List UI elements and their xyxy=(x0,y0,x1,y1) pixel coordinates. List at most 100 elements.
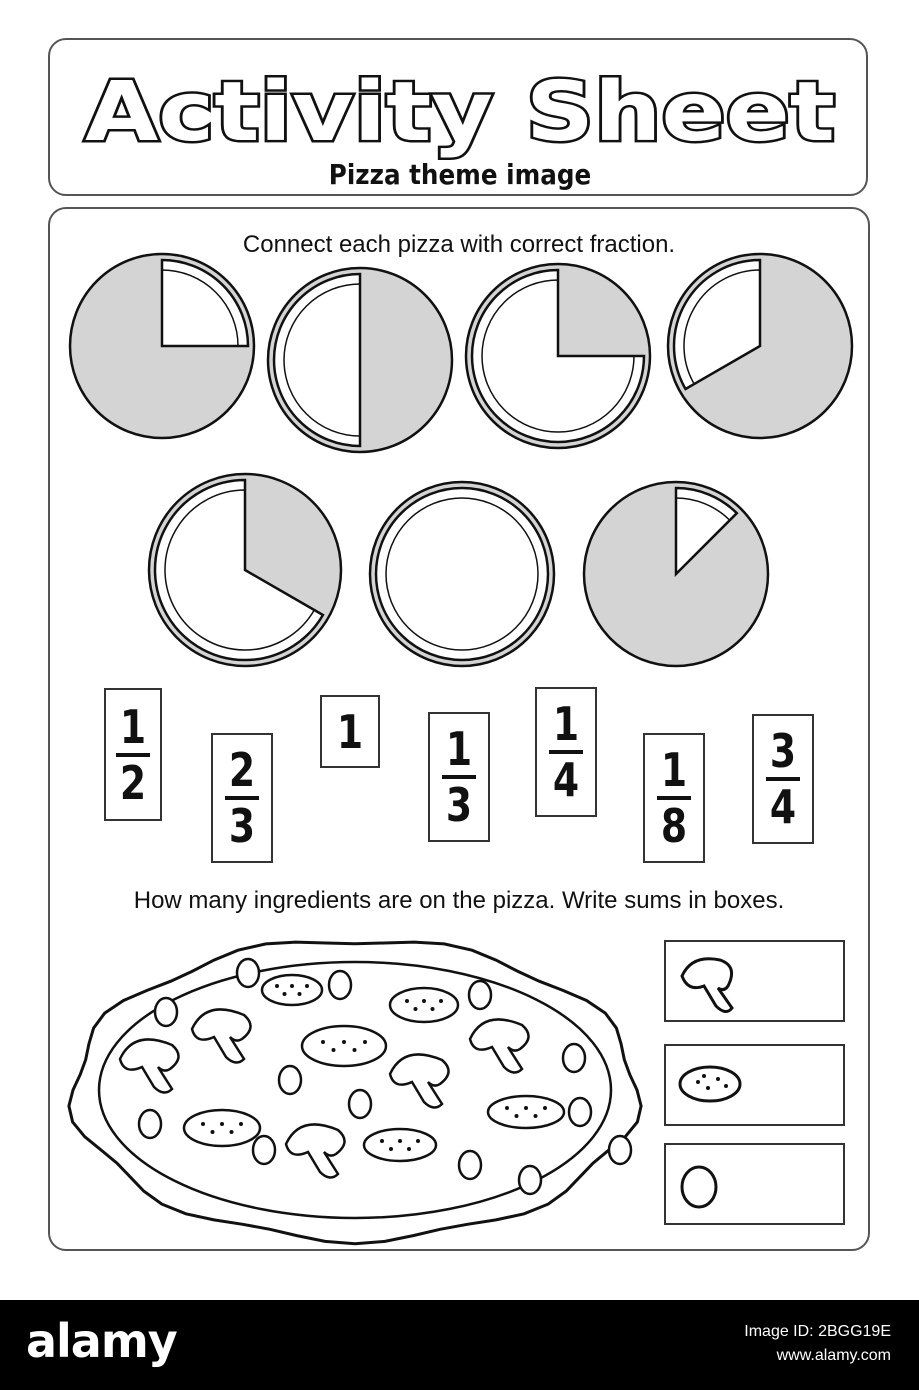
olive xyxy=(251,1134,277,1166)
sausage-dot xyxy=(239,1122,243,1126)
sausage-dot xyxy=(201,1122,205,1126)
sausage-dot xyxy=(297,992,302,996)
olive-count-box[interactable] xyxy=(664,1143,845,1225)
pizza-crust-line xyxy=(283,283,361,437)
fraction-card-1[interactable]: 1 xyxy=(320,695,380,768)
sausage-dot xyxy=(422,999,426,1003)
sausage-dot xyxy=(380,1139,384,1143)
olive xyxy=(567,1096,593,1128)
fraction-card-3-4[interactable]: 3 4 xyxy=(752,714,814,844)
denominator: 2 xyxy=(119,755,147,810)
mushroom xyxy=(190,1008,252,1064)
sheet-subtitle: Pizza theme image xyxy=(328,158,592,191)
sausage-dot xyxy=(398,1139,402,1143)
mushroom-count-box[interactable] xyxy=(664,940,845,1022)
fraction-card-1-8[interactable]: 1 8 xyxy=(643,733,705,863)
denominator: 4 xyxy=(769,780,797,834)
sausage xyxy=(362,1127,438,1163)
numerator: 1 xyxy=(552,697,580,751)
sausage xyxy=(486,1094,566,1130)
numerator: 3 xyxy=(769,724,797,778)
numerator: 2 xyxy=(228,743,256,797)
fraction-bar xyxy=(657,796,691,800)
olive xyxy=(235,957,261,989)
olive-icon xyxy=(680,1165,718,1209)
title-panel: Activity Sheet Pizza theme image xyxy=(48,38,868,196)
mushroom xyxy=(388,1053,450,1109)
sausage-dot xyxy=(389,1147,393,1151)
sausage-dot xyxy=(430,1007,435,1011)
olive xyxy=(517,1164,543,1196)
whole-number: 1 xyxy=(336,704,364,759)
pizza-crust-line xyxy=(683,269,761,386)
sausage-icon xyxy=(678,1065,742,1103)
mushroom xyxy=(118,1038,180,1094)
sausage-dot xyxy=(439,999,443,1003)
denominator: 4 xyxy=(552,753,580,807)
sausage-dot xyxy=(413,1007,418,1011)
sausage-dot xyxy=(543,1106,547,1110)
sausage xyxy=(260,973,324,1007)
olive xyxy=(457,1149,483,1181)
sausage-dot xyxy=(220,1122,224,1126)
sausage-dot xyxy=(229,1130,234,1134)
sausage-dot xyxy=(524,1106,528,1110)
fraction-card-2-3[interactable]: 2 3 xyxy=(211,733,273,863)
pizza-slice xyxy=(672,258,762,391)
pizza-two-thirds[interactable] xyxy=(147,472,343,668)
mushroom xyxy=(284,1123,346,1179)
numerator: 1 xyxy=(119,699,147,754)
sausage-dot xyxy=(514,1114,519,1118)
sausage-dot xyxy=(416,1139,420,1143)
sausage-dot xyxy=(407,1147,411,1151)
pizza-whole[interactable] xyxy=(368,480,556,668)
fraction-bar xyxy=(442,775,476,779)
pizza-slice xyxy=(272,272,362,448)
pizza-third[interactable] xyxy=(666,252,854,440)
pizza-eighth[interactable] xyxy=(582,480,770,668)
numerator: 1 xyxy=(445,722,473,776)
connect-instruction: Connect each pizza with correct fraction… xyxy=(242,231,676,258)
denominator: 3 xyxy=(228,799,256,853)
fraction-bar xyxy=(766,777,800,781)
pizza-artwork xyxy=(67,252,854,1246)
pizza-crust-line xyxy=(164,489,316,651)
fraction-bar xyxy=(549,750,583,754)
fraction-bar xyxy=(116,752,150,757)
numerator: 1 xyxy=(660,743,688,797)
pizza-half[interactable] xyxy=(266,266,454,454)
sausage-dot xyxy=(305,984,309,988)
olive xyxy=(277,1064,303,1096)
image-id: Image ID: 2BGG19E xyxy=(744,1323,891,1340)
sausage-count-box[interactable] xyxy=(664,1044,845,1126)
sausage-dot xyxy=(352,1048,357,1052)
sausage-dot xyxy=(405,999,409,1003)
olive xyxy=(607,1134,633,1166)
fraction-card-1-2[interactable]: 1 2 xyxy=(104,688,162,821)
sausage-dot xyxy=(342,1040,346,1044)
title-graphic: Activity Sheet xyxy=(83,63,838,163)
pizza-three-quarters[interactable] xyxy=(464,262,652,450)
fraction-card-1-3[interactable]: 1 3 xyxy=(428,712,490,842)
mushroom xyxy=(468,1018,530,1074)
sausage-dot xyxy=(275,984,279,988)
fraction-bar xyxy=(225,796,259,800)
pizza-slice xyxy=(470,268,646,444)
pizza-slice xyxy=(674,486,739,578)
pizza-quarter[interactable] xyxy=(68,252,256,440)
olive xyxy=(327,969,353,1001)
fraction-card-1-4[interactable]: 1 4 xyxy=(535,687,597,817)
pizza-slice xyxy=(153,478,325,662)
sausage-dot xyxy=(282,992,287,996)
watermark-footer: alamy Image ID: 2BGG19E www.alamy.com xyxy=(0,1300,919,1390)
sausage-dot xyxy=(331,1048,336,1052)
mushroom-icon xyxy=(680,957,734,1013)
denominator: 8 xyxy=(660,799,688,853)
pizza-slice xyxy=(160,258,250,348)
activity-panel: Connect each pizza with correct fraction… xyxy=(48,207,870,1251)
pizza-crust-line xyxy=(481,279,635,433)
site-url: www.alamy.com xyxy=(776,1347,891,1364)
olive xyxy=(467,979,493,1011)
pizza-slice xyxy=(374,486,550,662)
sausage xyxy=(388,986,460,1024)
